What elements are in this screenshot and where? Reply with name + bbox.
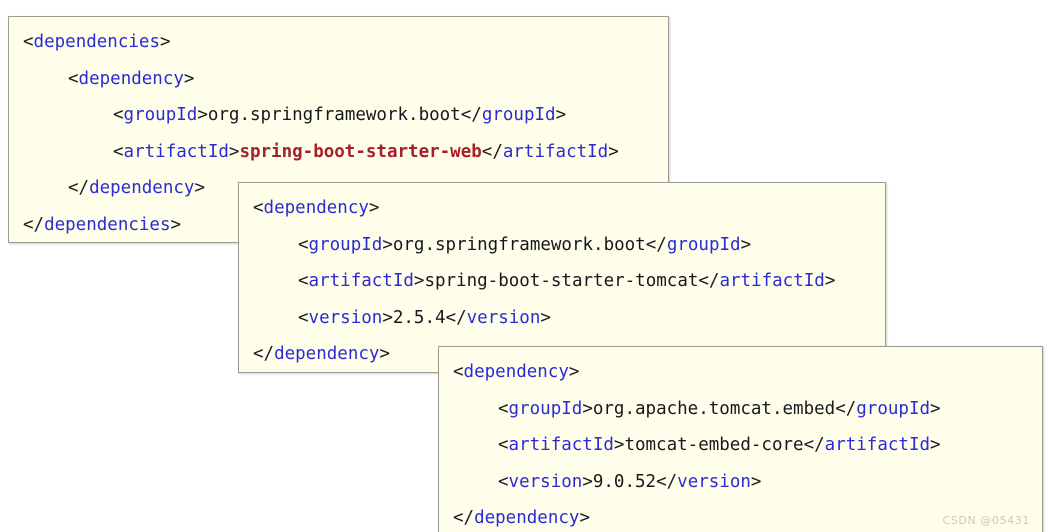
code-token: > [582,398,593,419]
code-token: 2.5.4 [392,307,446,328]
code-token: groupId [508,398,583,419]
code-token: < [498,471,509,492]
code-token: artifactId [824,435,931,456]
code-token: < [113,105,124,126]
code-line: <dependency> [239,197,379,219]
code-token: > [540,307,551,328]
code-token: dependency [463,362,569,382]
code-line: <artifactId>spring-boot-starter-web</art… [9,141,619,163]
code-token: > [582,471,593,492]
code-token: tomcat-embed-core [624,435,804,456]
code-token: org.springframework.boot [392,234,646,255]
code-token: </ [453,508,475,529]
code-token: < [298,271,309,292]
code-token: > [608,141,619,162]
code-token: artifactId [308,271,414,292]
code-token: artifactId [123,141,229,162]
code-token: > [930,398,941,419]
code-token: > [930,435,941,456]
code-token: version [508,471,583,492]
code-token: > [382,307,393,328]
code-token: < [298,234,309,255]
code-line: </dependency> [9,177,205,199]
code-token: </ [23,215,45,235]
code-line: <dependency> [439,361,579,383]
code-token: > [159,32,171,52]
code-line: <version>2.5.4</version> [239,307,551,329]
code-token: groupId [308,234,383,255]
code-token: </ [835,398,857,419]
code-line: <dependency> [9,68,194,90]
csdn-watermark: CSDN @05431 [942,514,1030,527]
code-line: </dependencies> [9,214,181,236]
code-token: </ [698,271,720,292]
code-line: <artifactId>spring-boot-starter-tomcat</… [239,270,835,292]
code-token: < [253,198,264,218]
code-token: < [498,398,509,419]
code-token: spring-boot-starter-tomcat [424,271,699,292]
code-line: <groupId>org.springframework.boot</group… [239,234,751,256]
code-line: <groupId>org.springframework.boot</group… [9,104,566,126]
code-token: < [113,141,124,162]
code-token: groupId [666,234,741,255]
code-token: artifactId [502,141,609,162]
code-token: org.springframework.boot [207,105,461,126]
code-token: > [824,271,836,292]
code-token: dependencies [44,215,171,235]
code-token: </ [656,471,678,492]
code-token: dependency [474,508,580,529]
code-token: </ [645,234,667,255]
code-token: > [579,508,590,529]
code-token: dependency [78,68,184,89]
code-line: <version>9.0.52</version> [439,471,761,493]
code-token: dependency [274,344,380,365]
code-token: </ [803,435,825,456]
code-token: > [613,435,625,456]
code-token: > [170,215,182,235]
code-panel-tomcat-embed-core: <dependency><groupId>org.apache.tomcat.e… [438,346,1043,532]
code-line: <dependencies> [9,31,171,53]
code-token: > [379,344,390,365]
code-token: artifactId [508,435,614,456]
code-token: groupId [856,398,931,419]
code-token: dependency [263,198,369,218]
code-token: version [466,307,541,328]
code-token: < [68,68,79,89]
code-token: > [382,234,393,255]
code-token: > [750,471,762,492]
code-token: groupId [481,105,556,126]
code-token: groupId [123,105,198,126]
code-token: 9.0.52 [592,471,657,492]
code-token: dependencies [33,32,160,52]
code-token: < [23,32,34,52]
code-token: > [194,178,205,199]
code-token: < [498,435,509,456]
code-token: version [677,471,751,492]
code-panel-spring-boot-starter-tomcat: <dependency><groupId>org.springframework… [238,182,886,373]
code-line: <groupId>org.apache.tomcat.embed</groupI… [439,398,941,420]
code-token: > [555,105,567,126]
code-token: < [453,362,464,382]
code-token: spring-boot-starter-web [239,141,482,162]
code-token: </ [460,105,482,126]
code-token: > [413,271,425,292]
code-line: </dependency> [439,507,590,529]
code-token: </ [68,178,90,199]
code-token: > [740,234,752,255]
code-token: > [197,105,208,126]
code-token: </ [481,141,503,162]
code-token: org.apache.tomcat.embed [592,398,836,419]
code-token: > [183,68,195,89]
code-token: dependency [89,178,195,199]
code-token: > [368,198,380,218]
code-token: artifactId [719,271,825,292]
code-token: < [298,307,309,328]
code-line: <artifactId>tomcat-embed-core</artifactI… [439,434,941,456]
code-token: > [228,141,240,162]
code-token: version [308,307,383,328]
code-token: </ [445,307,467,328]
code-token: > [568,362,580,382]
code-line: </dependency> [239,343,390,365]
code-token: </ [253,344,275,365]
